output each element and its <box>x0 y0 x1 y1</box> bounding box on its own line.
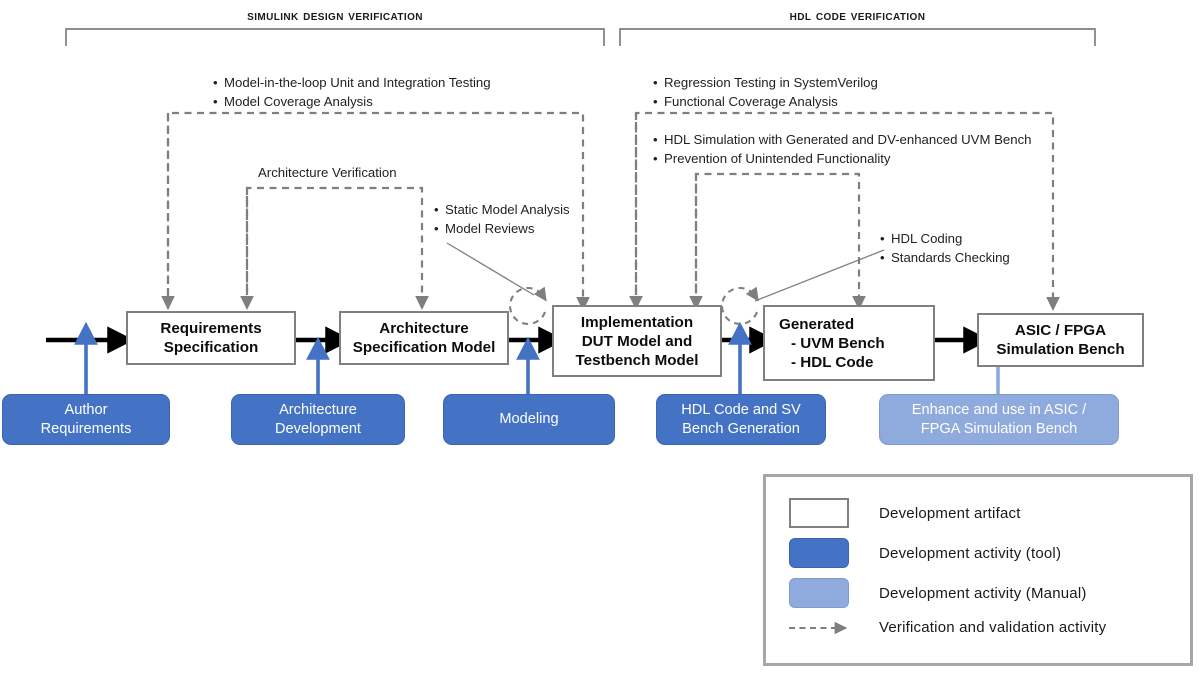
phase-title-simulink: Simulink Design Verification <box>247 8 423 24</box>
phase-bracket-left <box>65 28 605 46</box>
legend-panel: Development artifact Development activit… <box>763 474 1193 666</box>
requirements-specification-box[interactable]: Requirements Specification <box>126 311 296 365</box>
static-model-analysis-annotation: •Static Model Analysis •Model Reviews <box>434 202 570 236</box>
artifact-swatch-icon <box>789 498 849 528</box>
architecture-development-activity[interactable]: Architecture Development <box>231 394 405 445</box>
implementation-dut-testbench-box[interactable]: Implementation DUT Model and Testbench M… <box>552 305 722 377</box>
dashed-arrow-icon <box>789 621 849 634</box>
architecture-specification-model-box[interactable]: Architecture Specification Model <box>339 311 509 365</box>
generated-box[interactable]: Generated - UVM Bench - HDL Code <box>763 305 935 381</box>
verification-path-mil-testing <box>161 111 590 312</box>
asic-fpga-simulation-bench-box[interactable]: ASIC / FPGA Simulation Bench <box>977 313 1144 367</box>
legend-development-activity-tool: Development activity (tool) <box>789 538 1061 568</box>
author-requirements-activity[interactable]: Author Requirements <box>2 394 170 445</box>
legend-label: Development activity (Manual) <box>879 584 1087 602</box>
enhance-asic-fpga-simulation-activity[interactable]: Enhance and use in ASIC / FPGA Simulatio… <box>879 394 1119 445</box>
legend-verification-validation-activity: Verification and validation activity <box>789 619 1106 636</box>
legend-label: Verification and validation activity <box>879 619 1107 636</box>
modeling-activity[interactable]: Modeling <box>443 394 615 445</box>
verification-loop-static-model-analysis <box>446 242 547 325</box>
hdl-simulation-annotation: •HDL Simulation with Generated and DV-en… <box>653 132 1032 166</box>
tool-activity-swatch-icon <box>789 538 849 568</box>
regression-testing-annotation: •Regression Testing in SystemVerilog •Fu… <box>653 75 878 109</box>
legend-label: Development artifact <box>879 504 1021 522</box>
hdl-code-sv-bench-generation-activity[interactable]: HDL Code and SV Bench Generation <box>656 394 826 445</box>
architecture-verification-annotation: Architecture Verification <box>258 165 397 180</box>
phase-title-hdl: HDL Code Verification <box>789 8 926 24</box>
legend-development-artifact: Development artifact <box>789 498 1021 528</box>
mil-testing-annotation: •Model-in-the-loop Unit and Integration … <box>213 75 491 109</box>
verification-path-architecture <box>240 186 429 311</box>
legend-label: Development activity (tool) <box>879 544 1062 562</box>
hdl-coding-annotation: •HDL Coding •Standards Checking <box>880 231 1010 265</box>
verification-path-regression <box>629 111 1060 312</box>
verification-path-hdl-simulation <box>689 172 866 311</box>
phase-bracket-right <box>619 28 1096 46</box>
legend-development-activity-manual: Development activity (Manual) <box>789 578 1087 608</box>
activity-arrows <box>74 321 752 394</box>
manual-activity-swatch-icon <box>789 578 849 608</box>
